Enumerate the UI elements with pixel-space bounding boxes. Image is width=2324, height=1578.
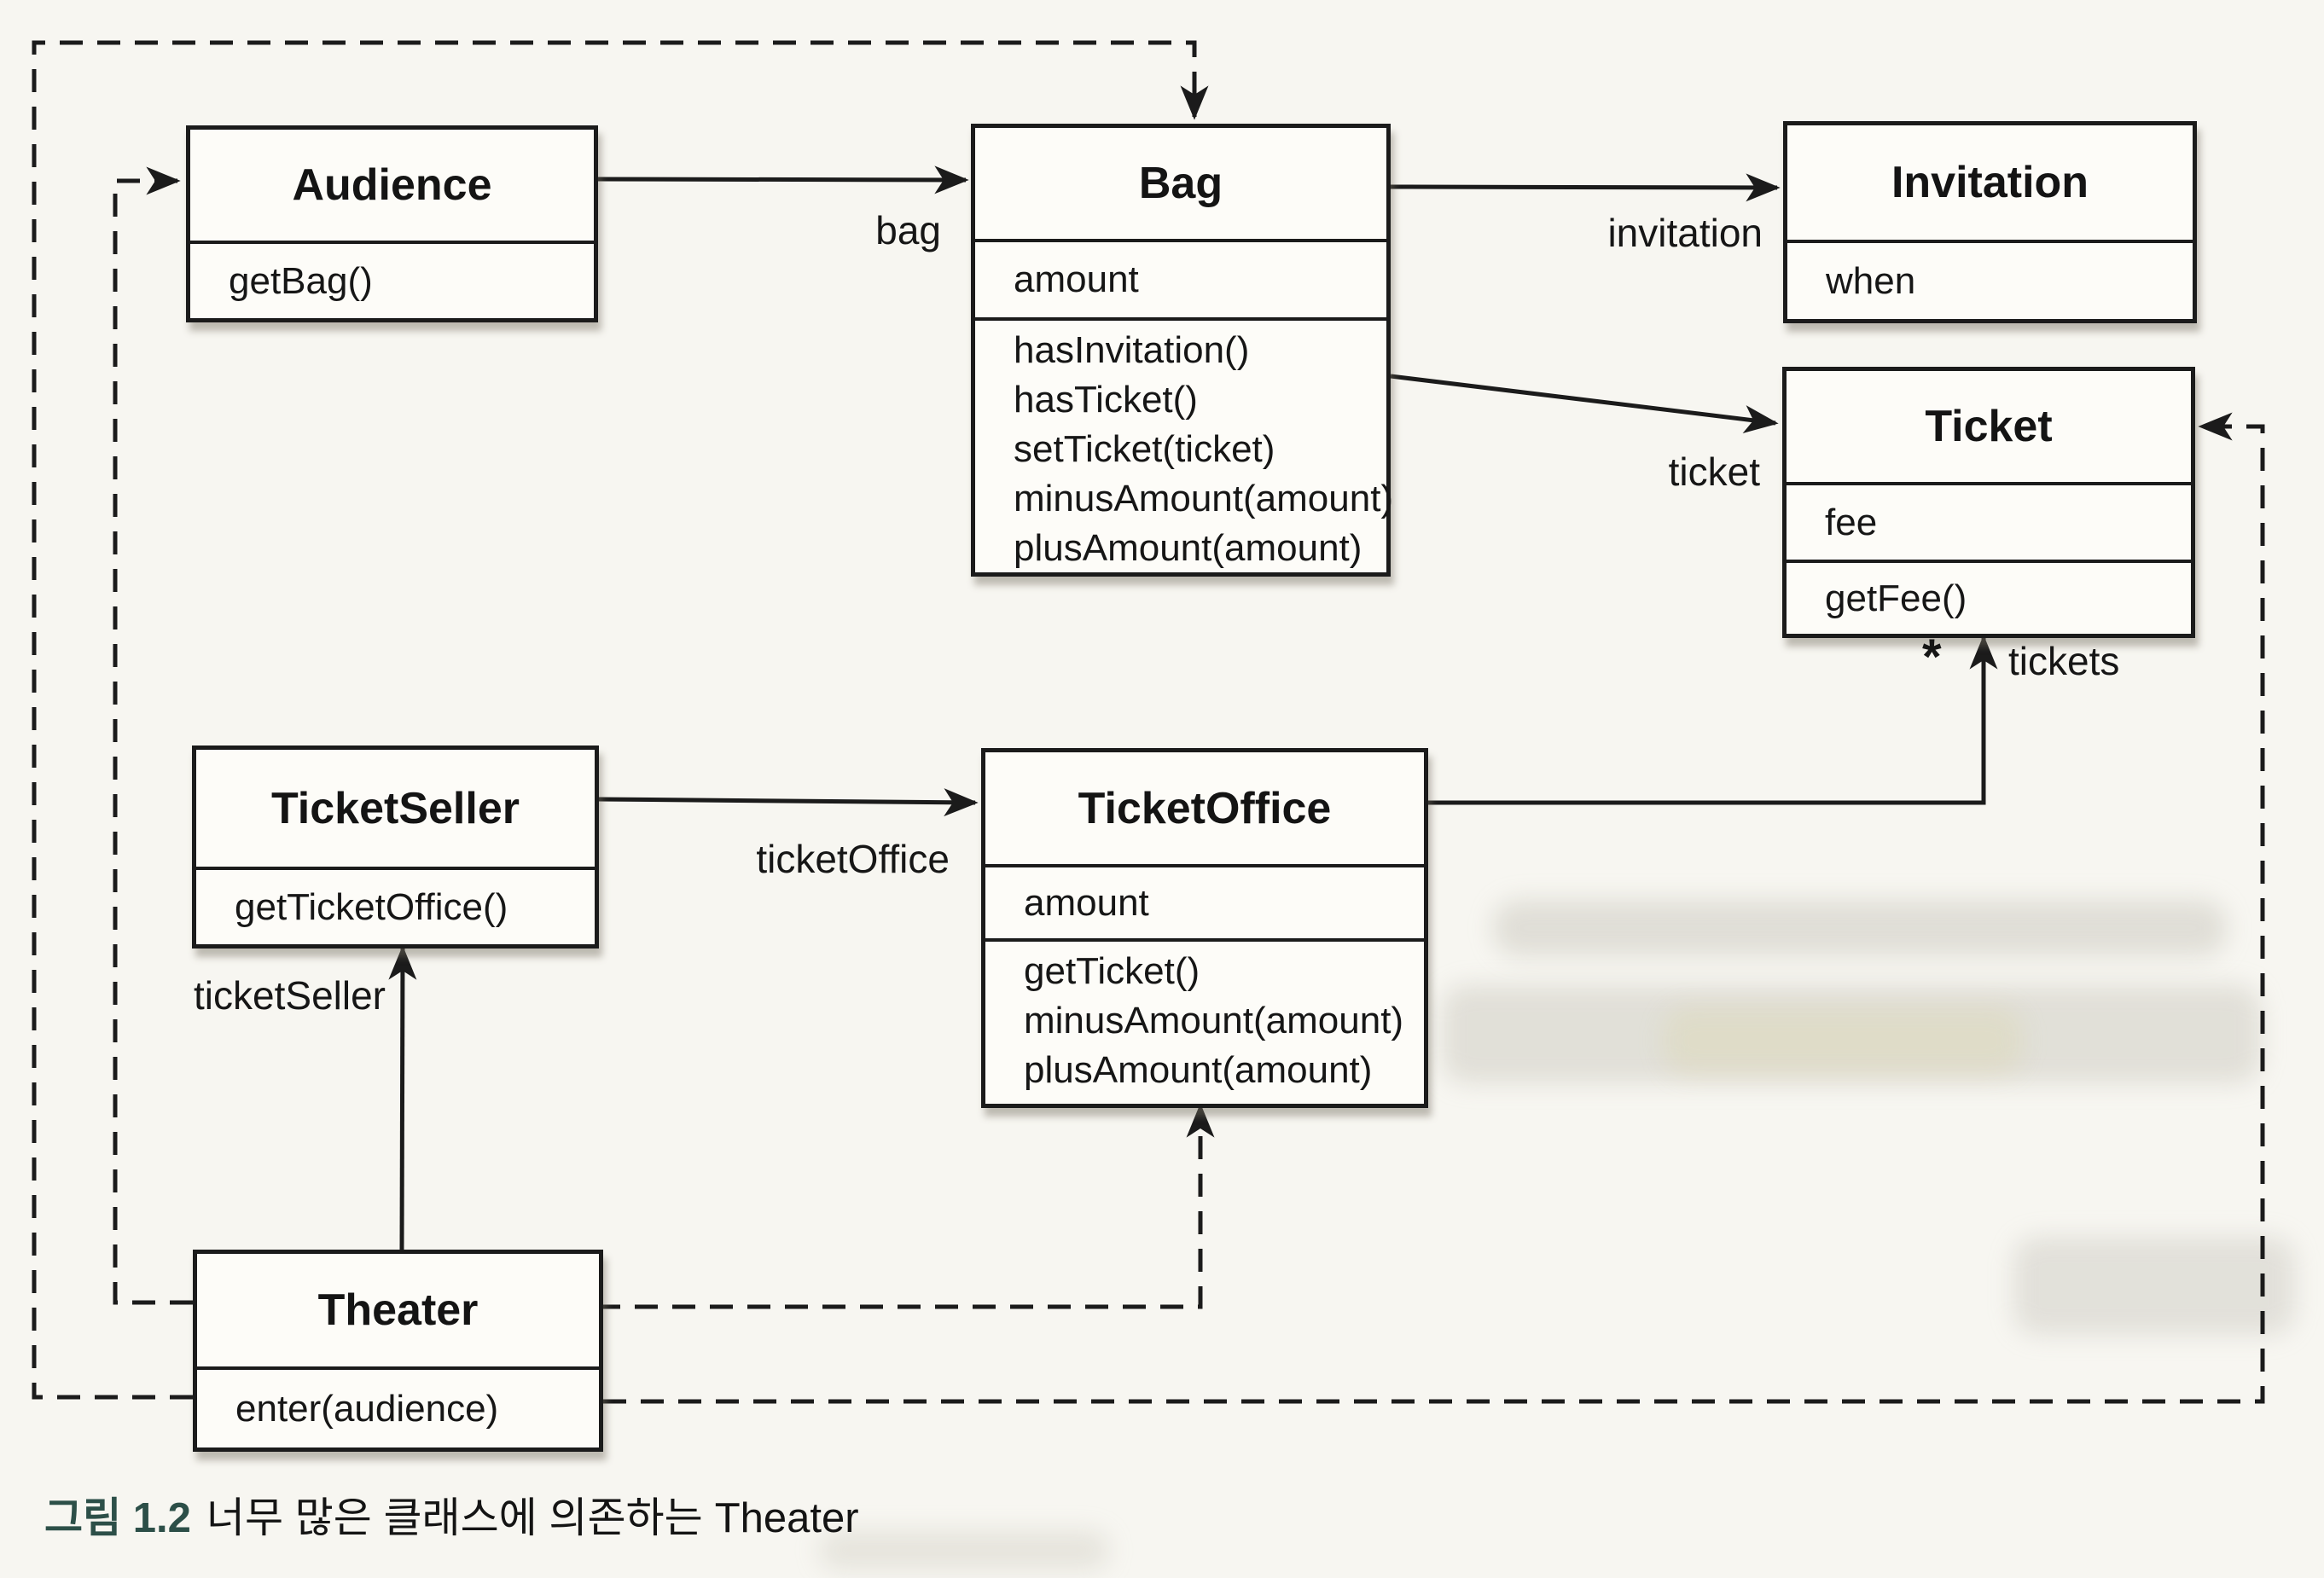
association-ticketseller-ticketoffice [598, 788, 979, 817]
association-theater-ticketseller [388, 945, 417, 1250]
class-method: getTicketOffice() [235, 885, 508, 928]
class-method: enter(audience) [235, 1387, 499, 1430]
edge-label-bag: bag [875, 208, 941, 252]
edge-label-ticketoffice: ticketOffice [756, 837, 950, 881]
class-attribute: when [1826, 259, 1916, 302]
class-title: Theater [317, 1285, 479, 1335]
association-bag-ticket [1390, 374, 1779, 433]
class-method: plusAmount(amount) [1024, 1049, 1373, 1091]
dependency-theater-audience [113, 166, 193, 1305]
class-methods-section: getTicketOffice() [196, 867, 595, 944]
edge-label-tickets: tickets [2008, 639, 2120, 683]
dependency-theater-ticket [603, 412, 2265, 1404]
figure-caption-code: Theater [714, 1495, 859, 1541]
class-methods-section: getBag() [190, 241, 594, 318]
class-attributes-section: when [1787, 240, 2193, 319]
class-methods-section: getFee() [1787, 560, 2191, 634]
dependency-theater-bag [32, 40, 1209, 1400]
class-title: Bag [1138, 159, 1223, 208]
class-methods-section: getTicket() minusAmount(amount) plusAmount… [985, 938, 1424, 1104]
class-method: minusAmount(amount) [1014, 478, 1394, 519]
class-method: getBag() [229, 259, 373, 302]
class-attribute: amount [1014, 258, 1139, 300]
class-box-ticket: Ticket fee getFee() [1782, 367, 2195, 638]
edge-label-tickets-multiplicity: * [1922, 629, 1942, 685]
class-title: Invitation [1891, 158, 2089, 207]
class-method: plusAmount(amount) [1014, 527, 1362, 569]
class-title: TicketOffice [1078, 783, 1332, 833]
class-box-bag: Bag amount hasInvitation() hasTicket() setTi… [971, 124, 1394, 577]
class-attributes-section: amount [975, 239, 1386, 317]
edge-label-invitation: invitation [1607, 211, 1763, 255]
class-method: hasInvitation() [1014, 329, 1250, 371]
class-method: getFee() [1825, 577, 1967, 619]
class-title: Ticket [1925, 402, 2053, 451]
association-ticketoffice-ticket [1428, 635, 1998, 805]
association-bag-invitation [1390, 173, 1781, 202]
class-box-theater: Theater enter(audience) [193, 1250, 603, 1452]
class-title: Audience [292, 160, 492, 210]
class-attributes-section: fee [1787, 482, 2191, 560]
figure-caption-text: 너무 많은 클래스에 의존하는 [206, 1495, 703, 1541]
class-box-ticketseller: TicketSeller getTicketOffice() [192, 745, 599, 949]
edge-label-ticketseller: ticketSeller [194, 973, 386, 1018]
class-box-invitation: Invitation when [1783, 121, 2197, 323]
class-method: getTicket() [1024, 950, 1200, 992]
class-methods-section: enter(audience) [197, 1366, 599, 1447]
class-method: minusAmount(amount) [1024, 1000, 1404, 1041]
class-method: setTicket(ticket) [1014, 428, 1275, 470]
association-audience-bag [597, 165, 969, 194]
figure-caption-number: 그림 1.2 [44, 1495, 191, 1541]
class-box-ticketoffice: TicketOffice amount getTicket() minusAmount… [981, 748, 1428, 1108]
edge-label-ticket: ticket [1668, 450, 1760, 494]
class-attributes-section: amount [985, 864, 1424, 938]
class-attribute: fee [1825, 501, 1878, 543]
dependency-theater-ticketoffice [597, 1103, 1215, 1309]
class-method: hasTicket() [1014, 379, 1198, 421]
class-title: TicketSeller [270, 783, 520, 833]
class-box-audience: Audience getBag() [186, 125, 598, 322]
class-methods-section: hasInvitation() hasTicket() setTicket(tick… [975, 317, 1394, 572]
class-attribute: amount [1024, 881, 1149, 924]
